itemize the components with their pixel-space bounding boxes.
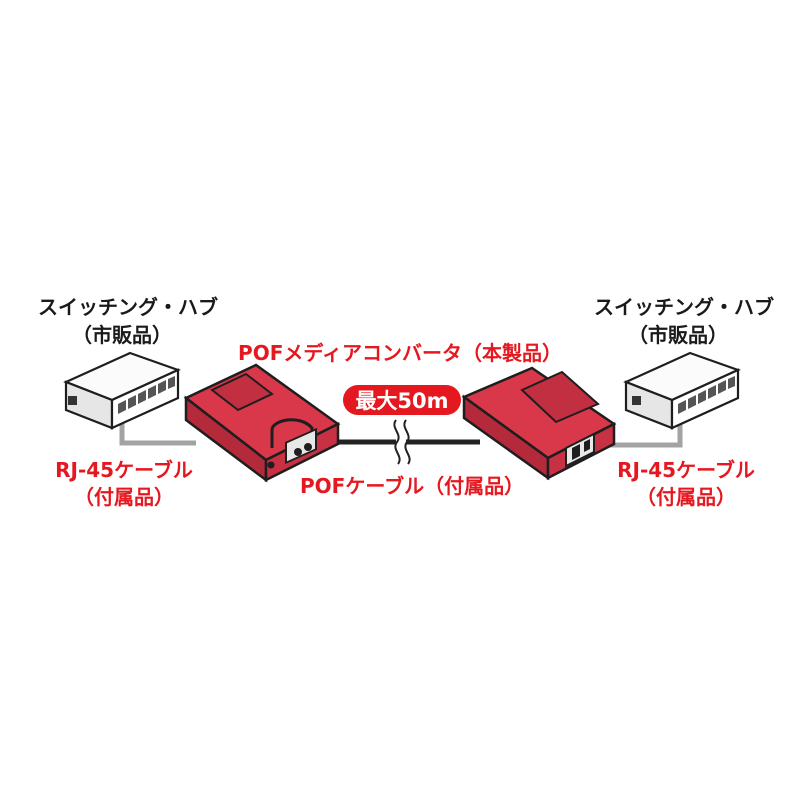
- cable-break-icon: [393, 419, 411, 465]
- pof-cable-label: POFケーブル（付属品）: [300, 474, 525, 498]
- hub-left-subtitle: （市販品）: [72, 323, 172, 347]
- hub-right-title: スイッチング・ハブ: [594, 295, 774, 319]
- hub-right-subtitle: （市販品）: [628, 323, 728, 347]
- switching-hub-icon: [63, 351, 181, 430]
- rj45-right-title: RJ-45ケーブル: [617, 458, 755, 482]
- distance-badge: 最大50m: [343, 385, 461, 415]
- media-converter-icon: [461, 366, 617, 481]
- converter-label: POFメディアコンバータ（本製品）: [238, 341, 562, 365]
- rj45-left-title: RJ-45ケーブル: [55, 458, 193, 482]
- rj45-left-subtitle: （付属品）: [74, 485, 174, 509]
- hub-left-title: スイッチング・ハブ: [38, 295, 218, 319]
- rj45-right-subtitle: （付属品）: [636, 485, 736, 509]
- switching-hub-icon: [623, 351, 741, 430]
- media-converter-icon: [183, 363, 341, 483]
